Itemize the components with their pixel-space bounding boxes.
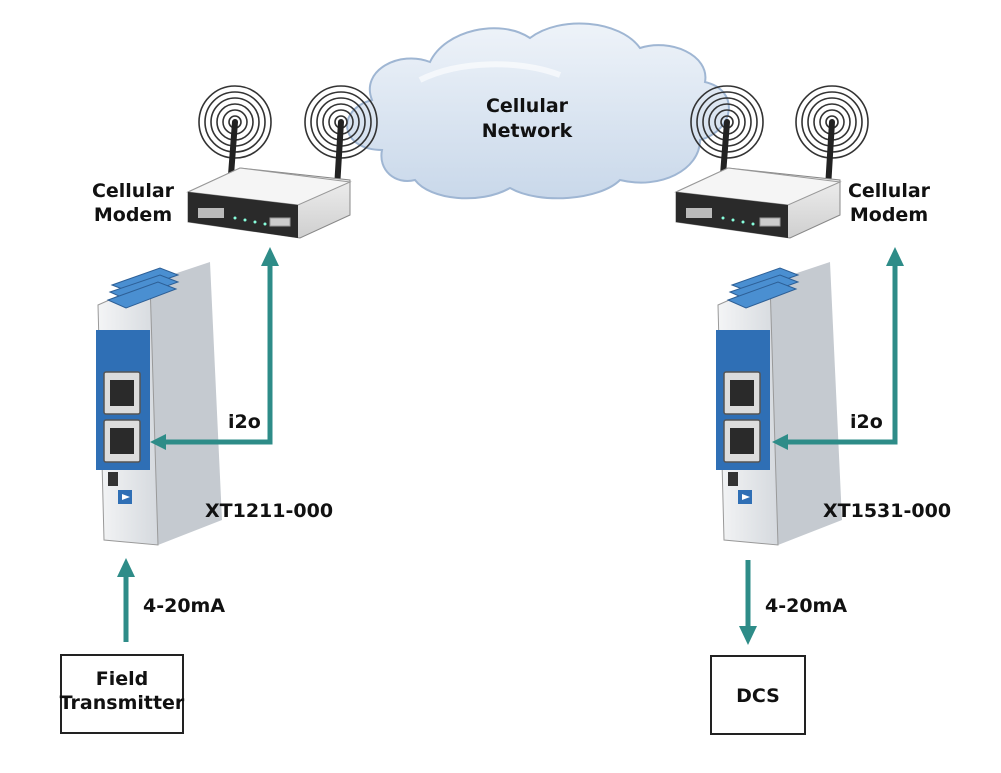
left-i2o-arrow: [150, 247, 279, 450]
field-transmitter-box: Field Transmitter: [60, 654, 185, 734]
cloud-label-line2: Network: [482, 120, 573, 142]
right-i2o-arrow: [772, 247, 904, 450]
left-i2o-label: i2o: [228, 411, 261, 433]
right-cellular-modem: Cellular Modem: [674, 85, 931, 239]
left-modem-label-line1: Cellular: [92, 180, 175, 202]
field-transmitter-line2: Transmitter: [60, 692, 185, 714]
left-modem-label-line2: Modem: [94, 204, 172, 226]
field-transmitter-line1: Field: [96, 668, 149, 690]
left-device-label: XT1211-000: [205, 500, 333, 522]
left-cellular-modem: Cellular Modem: [92, 85, 378, 239]
right-signal-arrow: [739, 560, 757, 645]
left-signal-label: 4-20mA: [143, 595, 225, 617]
dcs-label: DCS: [736, 685, 780, 707]
cellular-network-cloud: Cellular Network: [346, 22, 730, 200]
dcs-box: DCS: [710, 655, 806, 735]
right-xt-module: XT1531-000: [716, 262, 951, 546]
left-xt-module: XT1211-000: [96, 262, 333, 546]
right-modem-label-line1: Cellular: [848, 180, 931, 202]
left-signal-arrow: [117, 558, 135, 642]
right-i2o-label: i2o: [850, 411, 883, 433]
right-modem-label-line2: Modem: [850, 204, 928, 226]
right-device-label: XT1531-000: [823, 500, 951, 522]
right-signal-label: 4-20mA: [765, 595, 847, 617]
cloud-label-line1: Cellular: [486, 95, 569, 117]
